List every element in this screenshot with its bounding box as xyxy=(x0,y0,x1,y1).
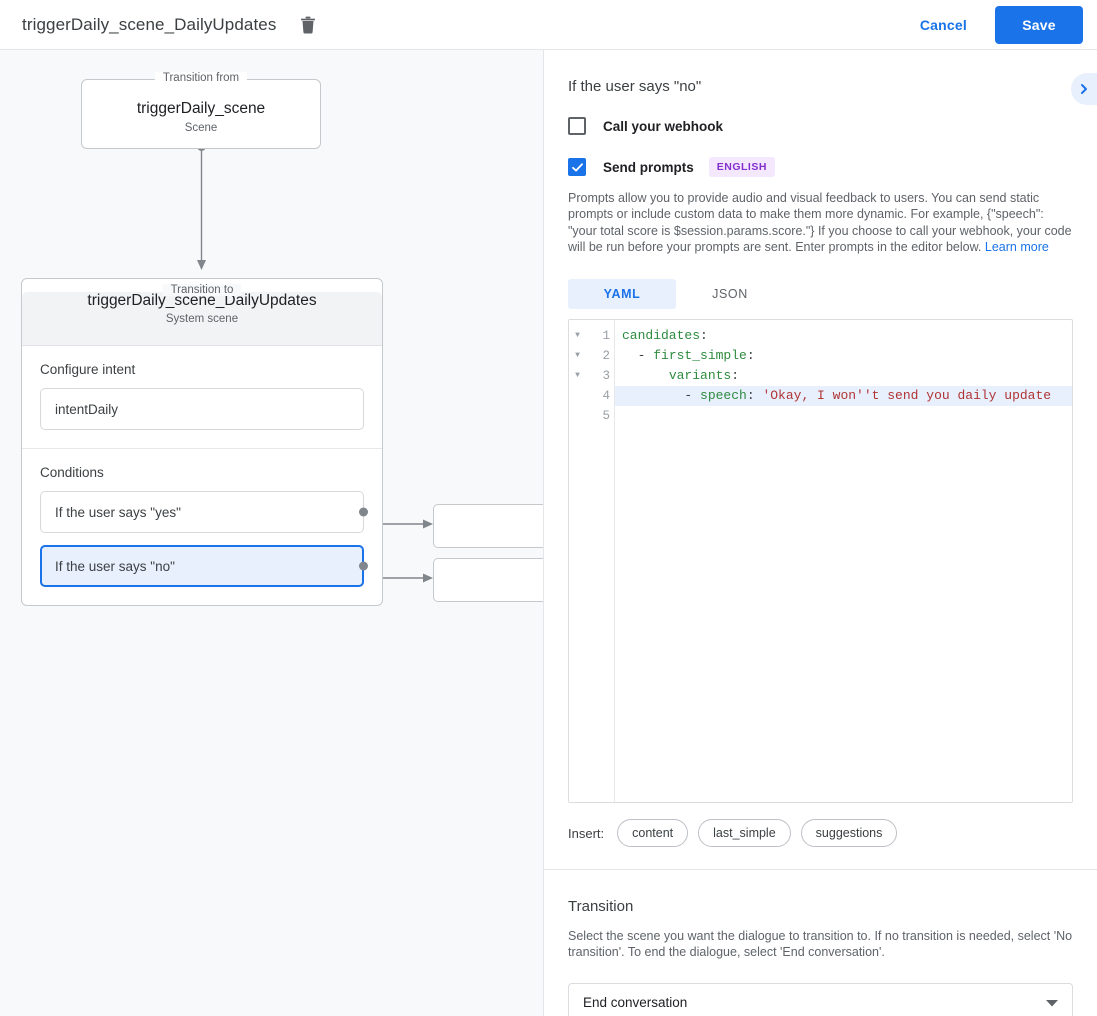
insert-row: Insert: content last_simple suggestions xyxy=(568,819,1073,869)
code-token: first_simple xyxy=(653,348,747,364)
chevron-down-icon xyxy=(1046,995,1058,1010)
collapse-panel-button[interactable] xyxy=(1071,73,1097,105)
transition-section: Transition Select the scene you want the… xyxy=(544,870,1097,1016)
learn-more-link[interactable]: Learn more xyxy=(984,239,1049,254)
connector-from-to xyxy=(197,142,206,270)
transition-from-legend: Transition from xyxy=(154,72,248,84)
configure-intent-label: Configure intent xyxy=(40,362,136,377)
code-token: - xyxy=(622,388,701,404)
fold-triangle-icon[interactable]: ▼ xyxy=(575,351,580,361)
send-prompts-row[interactable]: Send prompts ENGLISH xyxy=(568,157,1073,177)
editor-line-number: ▼1 xyxy=(569,326,614,346)
main-content: Transition from triggerDaily_scene Scene… xyxy=(0,50,1097,1016)
transition-to-title: triggerDaily_scene_DailyUpdates xyxy=(87,292,317,309)
transition-from-subtitle: Scene xyxy=(184,122,218,134)
editor-code-area[interactable]: candidates: - first_simple: variants: - … xyxy=(615,320,1072,802)
insert-chip-suggestions[interactable]: suggestions xyxy=(800,819,898,848)
section-divider xyxy=(544,869,1097,871)
transition-from-title: triggerDaily_scene xyxy=(136,100,266,117)
target-node-no[interactable] xyxy=(433,558,543,602)
editor-line-number: 5 xyxy=(569,406,614,426)
flow-canvas: Transition from triggerDaily_scene Scene… xyxy=(0,50,543,1016)
send-prompts-label: Send prompts xyxy=(603,159,694,175)
transition-select-value: End conversation xyxy=(583,995,688,1011)
editor-code-line: variants: xyxy=(615,366,1072,386)
intent-field[interactable]: intentDaily xyxy=(40,388,364,430)
editor-code-line: - speech: 'Okay, I won''t send you daily… xyxy=(615,386,1072,407)
transition-to-node: Transition to triggerDaily_scene_DailyUp… xyxy=(21,278,383,606)
panel-title: If the user says "no" xyxy=(568,78,702,95)
condition-connector-dot xyxy=(359,507,368,517)
language-badge: ENGLISH xyxy=(708,157,775,177)
condition-label: If the user says "no" xyxy=(55,558,175,574)
configure-intent-section: Configure intent intentDaily xyxy=(22,346,382,449)
editor-line-number: ▼2 xyxy=(569,346,614,366)
code-token: : xyxy=(746,348,755,364)
transition-from-node[interactable]: Transition from triggerDaily_scene Scene xyxy=(81,72,321,149)
editor-code-line: - first_simple: xyxy=(615,346,1072,366)
code-token: candidates xyxy=(622,328,701,344)
code-token xyxy=(622,368,669,383)
conditions-section: Conditions If the user says "yes" If the… xyxy=(22,449,382,605)
panel-body: Call your webhook Send prompts ENGLISH P… xyxy=(544,117,1097,869)
line-number: 5 xyxy=(602,409,610,424)
condition-connector-dot xyxy=(359,561,368,571)
send-prompts-checkbox[interactable] xyxy=(568,158,586,176)
code-token: : xyxy=(700,328,708,344)
tab-json[interactable]: JSON xyxy=(712,287,748,302)
code-token: variants xyxy=(668,368,732,384)
target-node-yes[interactable] xyxy=(433,504,543,548)
editor-line-number: ▼3 xyxy=(569,366,614,386)
condition-label: If the user says "yes" xyxy=(55,504,181,520)
conditions-label: Conditions xyxy=(40,465,104,480)
condition-item-no[interactable]: If the user says "no" xyxy=(40,545,368,587)
webhook-row[interactable]: Call your webhook xyxy=(568,117,1073,135)
line-number: 3 xyxy=(602,369,610,384)
webhook-label: Call your webhook xyxy=(603,118,724,134)
details-panel: If the user says "no" Call your webhook … xyxy=(543,50,1097,1016)
prompts-description-text: Prompts allow you to provide audio and v… xyxy=(568,191,1072,254)
webhook-checkbox[interactable] xyxy=(568,117,586,135)
transition-to-header: Transition to triggerDaily_scene_DailyUp… xyxy=(22,284,382,346)
top-bar: triggerDaily_scene_DailyUpdates Cancel S… xyxy=(0,0,1097,50)
transition-description: Select the scene you want the dialogue t… xyxy=(568,929,1073,960)
line-number: 4 xyxy=(602,389,610,404)
insert-label: Insert: xyxy=(568,825,605,841)
code-token: : xyxy=(746,388,763,404)
page-title: triggerDaily_scene_DailyUpdates xyxy=(22,14,277,34)
trash-icon xyxy=(301,16,316,34)
save-button[interactable]: Save xyxy=(995,5,1083,44)
tab-yaml[interactable]: YAML xyxy=(568,279,676,310)
cancel-button[interactable]: Cancel xyxy=(919,16,967,33)
editor-code-line xyxy=(615,406,1072,426)
fold-triangle-icon[interactable]: ▼ xyxy=(575,331,580,341)
check-icon xyxy=(571,162,583,172)
delete-button[interactable] xyxy=(294,11,322,39)
code-token: speech xyxy=(700,388,747,404)
transition-select[interactable]: End conversation xyxy=(568,982,1073,1016)
insert-chip-content[interactable]: content xyxy=(617,819,689,848)
fold-triangle-icon[interactable]: ▼ xyxy=(575,371,580,381)
intent-value: intentDaily xyxy=(55,401,119,417)
condition-item-yes[interactable]: If the user says "yes" xyxy=(40,491,368,533)
transition-to-subtitle: System scene xyxy=(165,313,239,325)
line-number: 2 xyxy=(602,349,610,364)
code-token: 'Okay, I won''t send you daily update xyxy=(762,388,1052,404)
editor-code-line: candidates: xyxy=(615,326,1072,346)
chevron-right-icon xyxy=(1081,84,1087,94)
transition-title: Transition xyxy=(568,898,634,916)
line-number: 1 xyxy=(602,329,610,344)
insert-chip-last-simple[interactable]: last_simple xyxy=(698,819,791,848)
prompts-description: Prompts allow you to provide audio and v… xyxy=(568,190,1073,255)
code-token: : xyxy=(731,368,740,384)
format-tabs: YAML JSON xyxy=(568,279,1073,310)
editor-line-number: 4 xyxy=(569,386,614,406)
transition-to-legend: Transition to xyxy=(162,284,242,296)
code-token: - xyxy=(622,348,654,364)
